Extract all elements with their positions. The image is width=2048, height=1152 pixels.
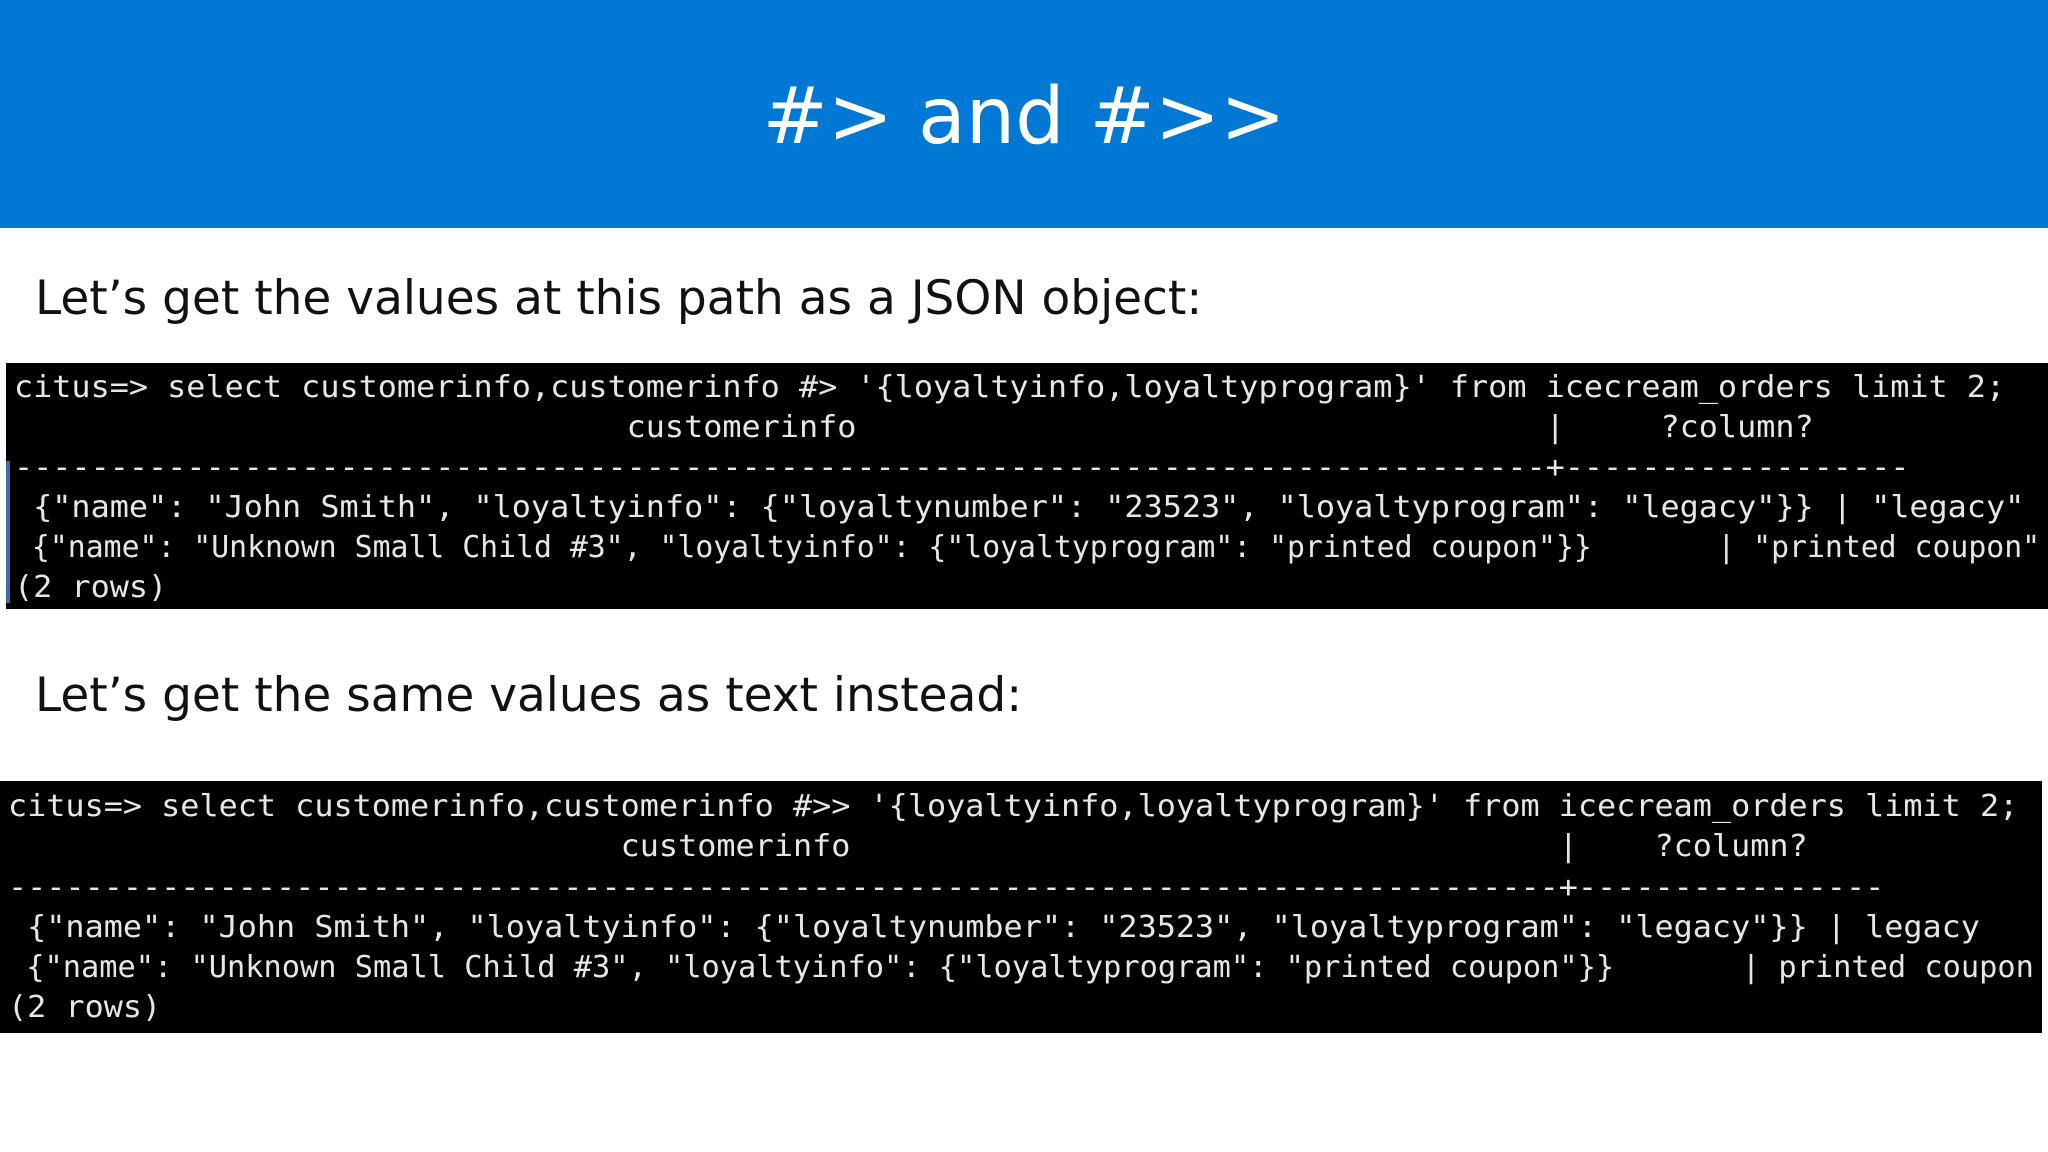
terminal-row-count: (2 rows) xyxy=(8,990,162,1025)
terminal-command-line: citus=> select customerinfo,customerinfo… xyxy=(14,370,2006,405)
terminal-edge-marker xyxy=(6,461,10,603)
terminal-header-line: customerinfo | ?column? xyxy=(14,410,1814,445)
terminal-json-output: citus=> select customerinfo,customerinfo… xyxy=(6,363,2048,609)
terminal-result-row: {"name": "Unknown Small Child #3", "loya… xyxy=(8,950,2034,985)
terminal-command-line: citus=> select customerinfo,customerinfo… xyxy=(8,789,2019,824)
terminal-separator-line: ----------------------------------------… xyxy=(8,870,1885,905)
terminal-result-row: {"name": "John Smith", "loyaltyinfo": {"… xyxy=(14,490,2025,525)
terminal-header-line: customerinfo | ?column? xyxy=(8,829,1808,864)
subheading-json-object: Let’s get the values at this path as a J… xyxy=(35,271,1203,326)
title-bar: #> and #>> xyxy=(0,0,2048,228)
terminal-row-count: (2 rows) xyxy=(14,570,168,605)
terminal-result-row: {"name": "John Smith", "loyaltyinfo": {"… xyxy=(8,910,1980,945)
slide-title: #> and #>> xyxy=(762,72,1286,162)
terminal-text-output: citus=> select customerinfo,customerinfo… xyxy=(0,781,2042,1033)
subheading-text-output: Let’s get the same values as text instea… xyxy=(35,668,1023,723)
terminal-separator-line: ----------------------------------------… xyxy=(14,450,1910,485)
terminal-result-row: {"name": "Unknown Small Child #3", "loya… xyxy=(14,530,2041,565)
